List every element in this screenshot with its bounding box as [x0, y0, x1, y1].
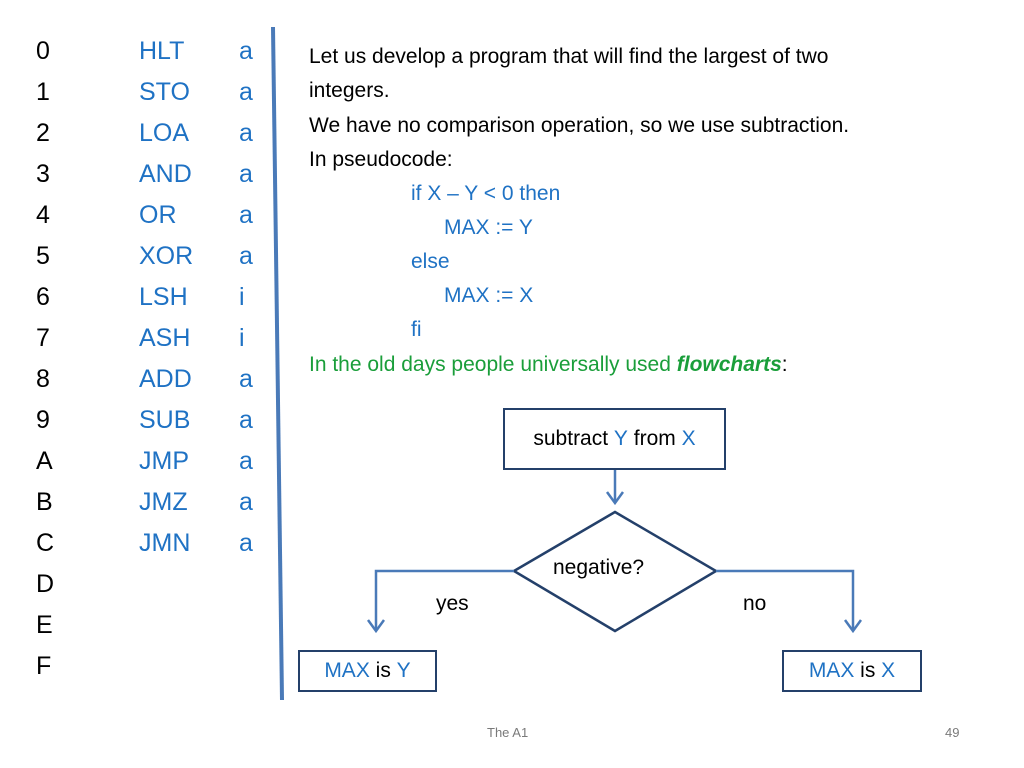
opcode-hex: 5 [36, 242, 50, 270]
opcode-mnemonic: LSH [139, 283, 188, 311]
opcode-type: a [239, 78, 253, 106]
intro-line-3: We have no comparison operation, so we u… [309, 114, 850, 137]
opcode-hex: E [36, 611, 53, 639]
flowchart-note: In the old days people universally used … [309, 348, 788, 382]
opcode-type: a [239, 201, 253, 229]
opcode-row: D [0, 569, 270, 610]
flowchart-note-emph: flowcharts [676, 353, 782, 376]
footer-title: The A1 [487, 725, 529, 740]
opcode-type: a [239, 529, 253, 557]
subtract-y: Y [613, 427, 628, 450]
opcode-type: a [239, 488, 253, 516]
opcode-row: F [0, 651, 270, 692]
flowchart-note-suffix: : [781, 353, 788, 376]
opcode-hex: 4 [36, 201, 50, 229]
opcode-hex: 8 [36, 365, 50, 393]
pseudocode-then: MAX := Y [444, 216, 533, 239]
opcode-type: a [239, 242, 253, 270]
opcode-row: 6 LSH i [0, 282, 270, 323]
opcode-mnemonic: LOA [139, 119, 190, 147]
max-is-y-is: is [369, 659, 397, 682]
opcode-row: 8 ADD a [0, 364, 270, 405]
opcode-row: 7 ASH i [0, 323, 270, 364]
opcode-mnemonic: JMP [139, 447, 189, 475]
max-is-y-val: Y [396, 659, 411, 682]
opcode-type: a [239, 406, 253, 434]
intro-line-1: Let us develop a program that will find … [309, 45, 829, 68]
max-is-x-val: X [881, 659, 896, 682]
opcode-hex: 9 [36, 406, 50, 434]
yes-label: yes [436, 592, 469, 615]
opcode-row: C JMN a [0, 528, 270, 569]
pseudocode-else: else [411, 250, 450, 273]
opcode-mnemonic: XOR [139, 242, 194, 270]
opcode-type: a [239, 37, 253, 65]
opcode-hex: 1 [36, 78, 50, 106]
opcode-hex: 6 [36, 283, 50, 311]
opcode-mnemonic: AND [139, 160, 192, 188]
opcode-row: 1 STO a [0, 77, 270, 118]
opcode-mnemonic: STO [139, 78, 190, 106]
opcode-row: A JMP a [0, 446, 270, 487]
opcode-row: E [0, 610, 270, 651]
opcode-mnemonic: OR [139, 201, 177, 229]
decision-label: negative? [553, 556, 645, 579]
opcode-type: a [239, 365, 253, 393]
opcode-row: 2 LOA a [0, 118, 270, 159]
subtract-word: subtract [533, 427, 614, 450]
intro-line-2: integers. [309, 79, 390, 102]
pseudocode-fi: fi [411, 318, 422, 341]
max-is-y-max: MAX [324, 659, 370, 682]
opcode-type: a [239, 119, 253, 147]
opcode-hex: 0 [36, 37, 50, 65]
arrow-yes [374, 569, 514, 630]
max-is-x-max: MAX [808, 659, 855, 682]
max-is-x-is: is [854, 659, 882, 682]
max-is-y-box: MAX is Y [298, 650, 437, 692]
opcode-row: 9 SUB a [0, 405, 270, 446]
opcode-hex: 3 [36, 160, 50, 188]
opcode-type: a [239, 447, 253, 475]
opcode-row: 5 XOR a [0, 241, 270, 282]
opcode-hex: 2 [36, 119, 50, 147]
pseudocode-else-stmt: MAX := X [444, 284, 534, 307]
subtract-x: X [681, 427, 696, 450]
opcode-mnemonic: ADD [139, 365, 192, 393]
opcode-hex: F [36, 652, 52, 680]
subtract-box: subtract Y from X [503, 408, 726, 470]
flowchart-note-prefix: In the old days people universally used [309, 353, 677, 376]
opcode-hex: C [36, 529, 55, 557]
page-number: 49 [945, 725, 960, 740]
opcode-type: i [239, 283, 245, 311]
no-label: no [743, 592, 767, 615]
opcode-row: 4 OR a [0, 200, 270, 241]
pseudocode-if: if X – Y < 0 then [411, 182, 561, 205]
subtract-from-word: from [627, 427, 682, 450]
opcode-mnemonic: HLT [139, 37, 185, 65]
opcode-row: B JMZ a [0, 487, 270, 528]
arrow-no [716, 569, 855, 630]
opcode-hex: B [36, 488, 53, 516]
opcode-hex: A [36, 447, 53, 475]
intro-line-4: In pseudocode: [309, 148, 453, 171]
opcode-mnemonic: JMZ [139, 488, 188, 516]
opcode-hex: 7 [36, 324, 50, 352]
opcode-mnemonic: JMN [139, 529, 191, 557]
max-is-x-box: MAX is X [782, 650, 922, 692]
opcode-row: 3 AND a [0, 159, 270, 200]
opcode-hex: D [36, 570, 55, 598]
opcode-type: a [239, 160, 253, 188]
opcode-type: i [239, 324, 245, 352]
opcode-row: 0 HLT a [0, 36, 270, 77]
opcode-mnemonic: ASH [139, 324, 191, 352]
opcode-mnemonic: SUB [139, 406, 191, 434]
